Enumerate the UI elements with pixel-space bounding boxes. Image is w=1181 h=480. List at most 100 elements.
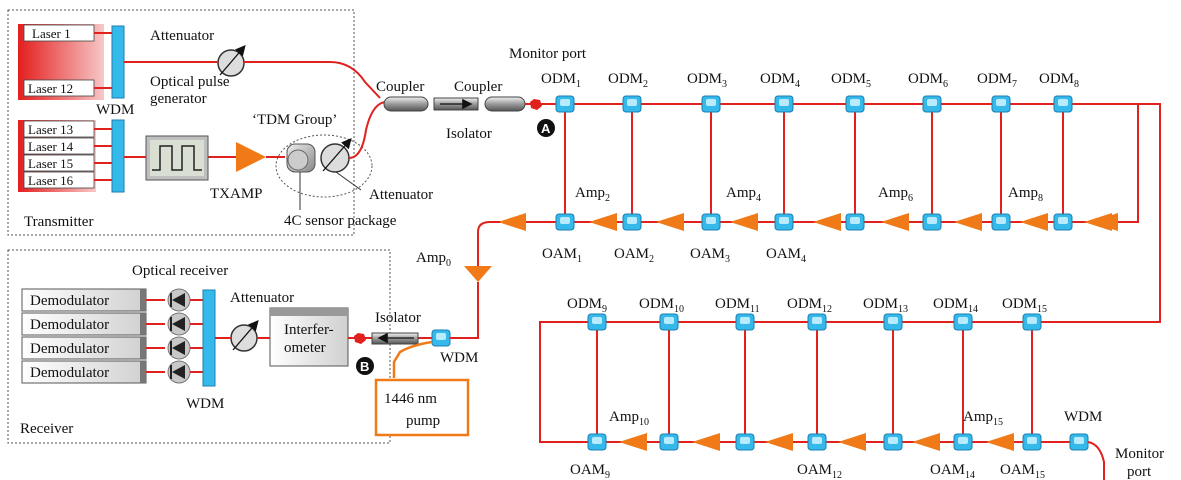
attenuator2-leader <box>335 171 362 191</box>
odm-8-label: ODM8 <box>1039 71 1079 90</box>
coupler-1-label: Coupler <box>376 79 424 95</box>
odm-1 <box>555 95 575 113</box>
monitor-port-end-line2: port <box>1127 464 1152 480</box>
amp-array2-2 <box>765 433 793 451</box>
oam-node-11 <box>735 433 755 451</box>
wdm-receiver-label: WDM <box>186 396 224 412</box>
oam2-label-3: OAM15 <box>1000 462 1045 480</box>
oam-node-10 <box>659 433 679 451</box>
fiber-tdm-up <box>348 101 386 159</box>
odm-3-label: ODM3 <box>687 71 727 90</box>
photodiode-icon <box>167 288 191 312</box>
odm-9-label: ODM9 <box>567 296 607 315</box>
odm-5 <box>845 95 865 113</box>
odm-12-label: ODM12 <box>787 296 832 315</box>
odm-12 <box>807 313 827 331</box>
oam-node-4 <box>774 213 794 231</box>
pulse-gen-line1: Optical pulse <box>150 74 230 90</box>
odm-15 <box>1022 313 1042 331</box>
fiber-tx-top <box>124 61 381 99</box>
amp-0-icon <box>464 266 492 282</box>
amp-label-3: Amp8 <box>1008 185 1043 204</box>
wdm-rx-coupler <box>431 329 451 347</box>
demodulator-3-label: Demodulator <box>30 341 109 357</box>
monitor-port-b-marker <box>354 333 366 344</box>
laser-12-label: Laser 12 <box>28 81 73 96</box>
odm-15-label: ODM15 <box>1002 296 1047 315</box>
fiber-rx-amp0 <box>450 282 479 339</box>
isolator-trunk-icon <box>433 97 479 111</box>
demodulator-1-label: Demodulator <box>30 293 109 309</box>
oam-node-12 <box>807 433 827 451</box>
odm-3 <box>701 95 721 113</box>
amp-0-label: Amp0 <box>416 250 451 269</box>
odm-10-label: ODM10 <box>639 296 684 315</box>
receiver-box <box>7 249 391 444</box>
oam-node-1 <box>555 213 575 231</box>
oam2-label-0: OAM9 <box>570 462 610 480</box>
tdm-group-ellipse <box>275 134 373 198</box>
pulse-gen-line2: generator <box>150 91 207 107</box>
amp-label-1: Amp4 <box>726 185 761 204</box>
attenuator-tdm-label: Attenuator <box>369 187 433 203</box>
oam-node-13 <box>883 433 903 451</box>
odm-14 <box>953 313 973 331</box>
amp-array1-4 <box>813 213 841 231</box>
amp-array2-3 <box>838 433 866 451</box>
oam-label-3: OAM4 <box>766 246 806 265</box>
wdm-array2-label: WDM <box>1064 409 1102 425</box>
wdm-top <box>111 25 125 99</box>
oam-node-2 <box>622 213 642 231</box>
amp-label-0: Amp2 <box>575 185 610 204</box>
point-b-label: B <box>360 359 369 374</box>
odm-7 <box>991 95 1011 113</box>
monitor-port-label: Monitor port <box>509 46 587 62</box>
attenuator-rx <box>230 320 259 352</box>
amp2-label-0: Amp10 <box>609 409 649 428</box>
amp-label-2: Amp6 <box>878 185 913 204</box>
oam-node-6 <box>922 213 942 231</box>
oam-node-3 <box>701 213 721 231</box>
point-a-marker <box>537 119 555 137</box>
wdm-bottom <box>111 119 125 193</box>
oam2-label-1: OAM12 <box>797 462 842 480</box>
monitor-port-marker <box>530 99 542 110</box>
odm-1-label: ODM1 <box>541 71 581 90</box>
oam2-label-2: OAM14 <box>930 462 975 480</box>
coupler-1-icon <box>383 96 429 112</box>
odm-6-label: ODM6 <box>908 71 948 90</box>
attenuator-top-label: Attenuator <box>150 28 214 44</box>
tdm-group-label: ‘TDM Group’ <box>252 112 337 128</box>
laser-stack-bottom: Laser 13 Laser 14 Laser 15 Laser 16 <box>18 120 112 192</box>
wdm-receiver <box>202 289 216 387</box>
sensor-package-label: 4C sensor package <box>284 213 397 229</box>
attenuator-rx-label: Attenuator <box>230 290 294 306</box>
oam-node-5 <box>845 213 865 231</box>
wdm-array2-end <box>1069 433 1089 451</box>
wdm-rx-label: WDM <box>440 350 478 366</box>
laser-14-label: Laser 14 <box>28 139 74 154</box>
laser-16-label: Laser 16 <box>28 173 74 188</box>
demodulator-stack: DemodulatorDemodulatorDemodulatorDemodul… <box>21 288 203 384</box>
pump-line1: 1446 nm <box>384 391 437 407</box>
monitor-port-end-line1: Monitor <box>1115 446 1164 462</box>
laser-1-label: Laser 1 <box>32 26 71 41</box>
oam-node-8 <box>1053 213 1073 231</box>
isolator-trunk-label: Isolator <box>446 126 492 142</box>
amp2-label-1: Amp15 <box>963 409 1003 428</box>
sensor-package-icon <box>286 143 316 173</box>
photodiode-icon <box>167 336 191 360</box>
txamp-icon <box>236 142 266 172</box>
oam-node-7 <box>991 213 1011 231</box>
receiver-label: Receiver <box>20 421 73 437</box>
demodulator-2-label: Demodulator <box>30 317 109 333</box>
odm-11-label: ODM11 <box>715 296 760 315</box>
transmitter-box <box>7 9 355 236</box>
laser-stack-top: Laser 1 Laser 12 <box>18 24 112 100</box>
fiber-amp0-up <box>477 221 500 266</box>
isolator-rx-icon <box>371 332 419 345</box>
odm-2-label: ODM2 <box>608 71 648 90</box>
